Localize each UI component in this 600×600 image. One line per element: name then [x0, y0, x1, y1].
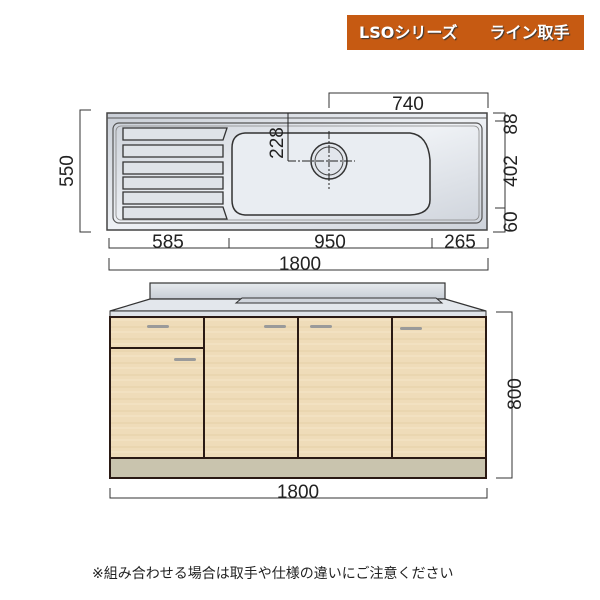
- dim-right-end-width: 265: [444, 232, 476, 253]
- sink-top-view: [106, 112, 488, 231]
- backguard: [149, 282, 446, 300]
- dim-total-width-top: 1800: [279, 254, 321, 275]
- drainboard-ribs: [122, 127, 228, 220]
- cabinet-front-view: [109, 282, 487, 479]
- handle-icon: [400, 327, 422, 330]
- sink-rim: [234, 297, 444, 304]
- handle-icon: [147, 325, 169, 328]
- dim-drain-offset: 740: [392, 94, 424, 115]
- dim-top-margin: 88: [501, 113, 522, 134]
- dim-drain-front: 228: [267, 127, 288, 159]
- top-view-dimensions: [79, 92, 506, 271]
- dim-bowl-depth: 402: [501, 155, 522, 187]
- footnote: ※組み合わせる場合は取手や仕様の違いにご注意ください: [92, 566, 454, 582]
- dim-height: 800: [505, 378, 526, 410]
- dim-total-width-front: 1800: [277, 482, 319, 503]
- series-title-badge: LSOシリーズ ライン取手: [347, 15, 584, 50]
- dim-depth: 550: [57, 155, 78, 187]
- handle-icon: [310, 325, 332, 328]
- handle-icon: [174, 358, 196, 361]
- front-view-dimensions: [109, 311, 513, 499]
- plinth: [109, 457, 487, 479]
- dim-bottom-margin: 60: [501, 211, 522, 232]
- handle-icon: [264, 325, 286, 328]
- line-handles: [147, 325, 422, 361]
- dim-drainboard-width: 585: [152, 232, 184, 253]
- dim-bowl-width: 950: [314, 232, 346, 253]
